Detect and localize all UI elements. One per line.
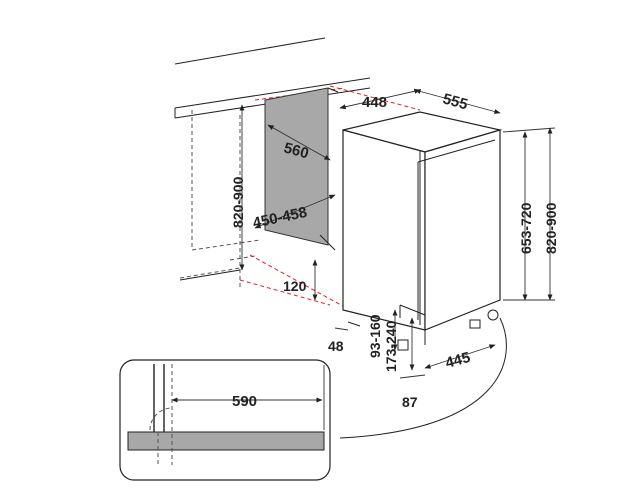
foot-height-a-label: 93-160 [367, 314, 383, 358]
dishwasher [342, 111, 503, 351]
plinth-height-label: 120 [283, 278, 307, 294]
dimension-lines [239, 88, 556, 379]
cabinet-depth-label: 560 [282, 139, 311, 162]
appliance-height-inner-label: 653-720 [518, 202, 534, 254]
toe-kick-label: 87 [402, 394, 418, 410]
door-clearance-label: 590 [232, 393, 257, 410]
niche-outline [179, 110, 261, 290]
niche-height-label: 820-900 [230, 176, 246, 228]
base-depth-label: 445 [444, 349, 473, 372]
appliance-height-outer-label: 820-900 [543, 202, 559, 254]
detail-inset [119, 317, 507, 481]
plinth-offset-label: 48 [328, 338, 344, 354]
appliance-depth-label: 555 [441, 90, 470, 113]
foot-height-b-label: 173-240 [383, 320, 399, 372]
appliance-width-label: 448 [362, 94, 387, 111]
